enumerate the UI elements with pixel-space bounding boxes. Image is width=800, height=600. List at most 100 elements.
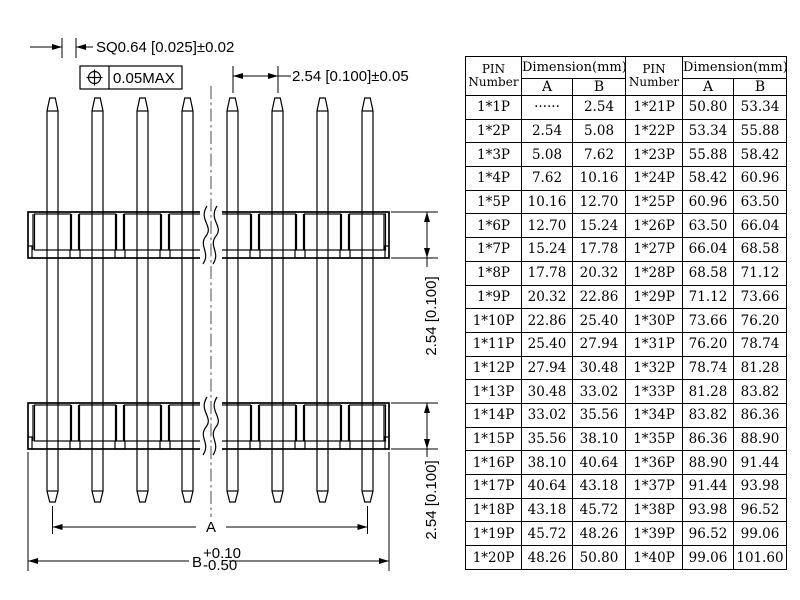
pin-number-cell: 1*40P: [625, 545, 683, 570]
pin-number-cell: 1*12P: [465, 355, 522, 381]
dim-a-cell: 55.88: [682, 142, 734, 168]
pin-number-cell: 1*15P: [465, 426, 522, 452]
pin-number-cell: 1*6P: [465, 213, 522, 239]
dim-b-cell: 53.34: [733, 95, 787, 120]
pin-number-cell: 1*14P: [465, 402, 522, 428]
header-col-a: A: [521, 78, 573, 96]
dim-a-cell: 53.34: [682, 118, 734, 144]
dim-b-tolerance-minus: -0.50: [203, 557, 237, 574]
dim-b-cell: 7.62: [572, 142, 626, 168]
dim-a-cell: 78.74: [682, 355, 734, 381]
dim-a-cell: 88.90: [682, 450, 734, 475]
dim-b-cell: 38.10: [572, 426, 626, 452]
pin-number-cell: 1*7P: [465, 237, 522, 262]
pin-number-cell: 1*24P: [625, 166, 683, 191]
dim-b-cell: 20.32: [572, 260, 626, 286]
dim-a-cell: 63.50: [682, 213, 734, 239]
pin-number-cell: 1*36P: [625, 450, 683, 475]
dim-a-cell: 30.48: [521, 379, 573, 404]
header-pin-number: PIN Number: [465, 56, 522, 96]
dim-b-cell: 40.64: [572, 450, 626, 475]
dim-b-cell: 86.36: [733, 402, 787, 428]
dim-b-cell: 73.66: [733, 284, 787, 310]
header-pin-number: PIN Number: [625, 56, 683, 96]
pitch-dimension-label: 2.54 [0.100]±0.05: [292, 68, 409, 85]
pin-dimension-table: PIN Number Dimension(mm) PIN Number Dime…: [465, 56, 787, 570]
dim-a-cell: 76.20: [682, 331, 734, 357]
dim-b-cell: 81.28: [733, 355, 787, 381]
dim-b-cell: 66.04: [733, 213, 787, 239]
dim-b-cell: 43.18: [572, 474, 626, 499]
dim-a-label: A: [206, 519, 216, 536]
pin-number-cell: 1*31P: [625, 331, 683, 357]
pin-number-cell: 1*17P: [465, 474, 522, 499]
pin-number-cell: 1*33P: [625, 379, 683, 404]
header-col-b: B: [572, 78, 626, 96]
dim-a-cell: 96.52: [682, 521, 734, 547]
dim-b-cell: 10.16: [572, 166, 626, 191]
dim-a-cell: 81.28: [682, 379, 734, 404]
dim-a-cell: 35.56: [521, 426, 573, 452]
pin-number-cell: 1*4P: [465, 166, 522, 191]
dim-b-cell: 15.24: [572, 213, 626, 239]
dim-b-cell: 76.20: [733, 308, 787, 333]
dim-a-cell: 2.54: [521, 118, 573, 144]
dim-a-cell: 86.36: [682, 426, 734, 452]
dim-a-cell: 40.64: [521, 474, 573, 499]
dim-b-cell: 63.50: [733, 189, 787, 215]
dim-a-cell: 38.10: [521, 450, 573, 475]
body-height-dimension-upper: 2.54 [0.100]: [423, 276, 440, 355]
drawing-geometry: [27, 38, 438, 571]
pin-number-cell: 1*5P: [465, 189, 522, 215]
header-dimension-mm: Dimension(mm): [682, 56, 787, 79]
pin-number-cell: 1*35P: [625, 426, 683, 452]
pin-number-cell: 1*8P: [465, 260, 522, 286]
pin-number-cell: 1*39P: [625, 521, 683, 547]
pin-number-cell: 1*28P: [625, 260, 683, 286]
dim-b-cell: 58.42: [733, 142, 787, 168]
pin-number-cell: 1*18P: [465, 497, 522, 523]
dim-a-cell: 68.58: [682, 260, 734, 286]
dim-b-cell: 2.54: [572, 95, 626, 120]
dim-b-cell: 48.26: [572, 521, 626, 547]
dim-b-cell: 68.58: [733, 237, 787, 262]
dim-b-cell: 96.52: [733, 497, 787, 523]
dim-a-cell: ······: [521, 95, 573, 120]
pin-number-cell: 1*27P: [625, 237, 683, 262]
dim-b-cell: 55.88: [733, 118, 787, 144]
pin-number-cell: 1*9P: [465, 284, 522, 310]
dim-b-cell: 78.74: [733, 331, 787, 357]
dim-a-cell: 25.40: [521, 331, 573, 357]
dim-b-cell: 25.40: [572, 308, 626, 333]
sq-dimension-label: SQ0.64 [0.025]±0.02: [96, 39, 234, 56]
dim-a-cell: 12.70: [521, 213, 573, 239]
pin-number-cell: 1*16P: [465, 450, 522, 475]
dim-b-cell: 5.08: [572, 118, 626, 144]
dim-a-cell: 73.66: [682, 308, 734, 333]
pin-header-technical-drawing: 0.05MAX SQ0.64 [0.025]±0.02 2.54 [0.100]…: [27, 38, 440, 574]
dim-b-cell: 12.70: [572, 189, 626, 215]
dim-a-cell: 43.18: [521, 497, 573, 523]
dim-b-cell: 60.96: [733, 166, 787, 191]
header-dimension-mm: Dimension(mm): [521, 56, 626, 79]
dim-b-cell: 35.56: [572, 402, 626, 428]
dim-a-cell: 17.78: [521, 260, 573, 286]
dim-a-cell: 99.06: [682, 545, 734, 570]
dim-a-cell: 15.24: [521, 237, 573, 262]
dim-b-tolerance-plus: +0.10: [203, 545, 241, 562]
pin-number-cell: 1*23P: [625, 142, 683, 168]
dim-a-cell: 58.42: [682, 166, 734, 191]
dim-b-cell: 50.80: [572, 545, 626, 570]
dim-a-cell: 20.32: [521, 284, 573, 310]
